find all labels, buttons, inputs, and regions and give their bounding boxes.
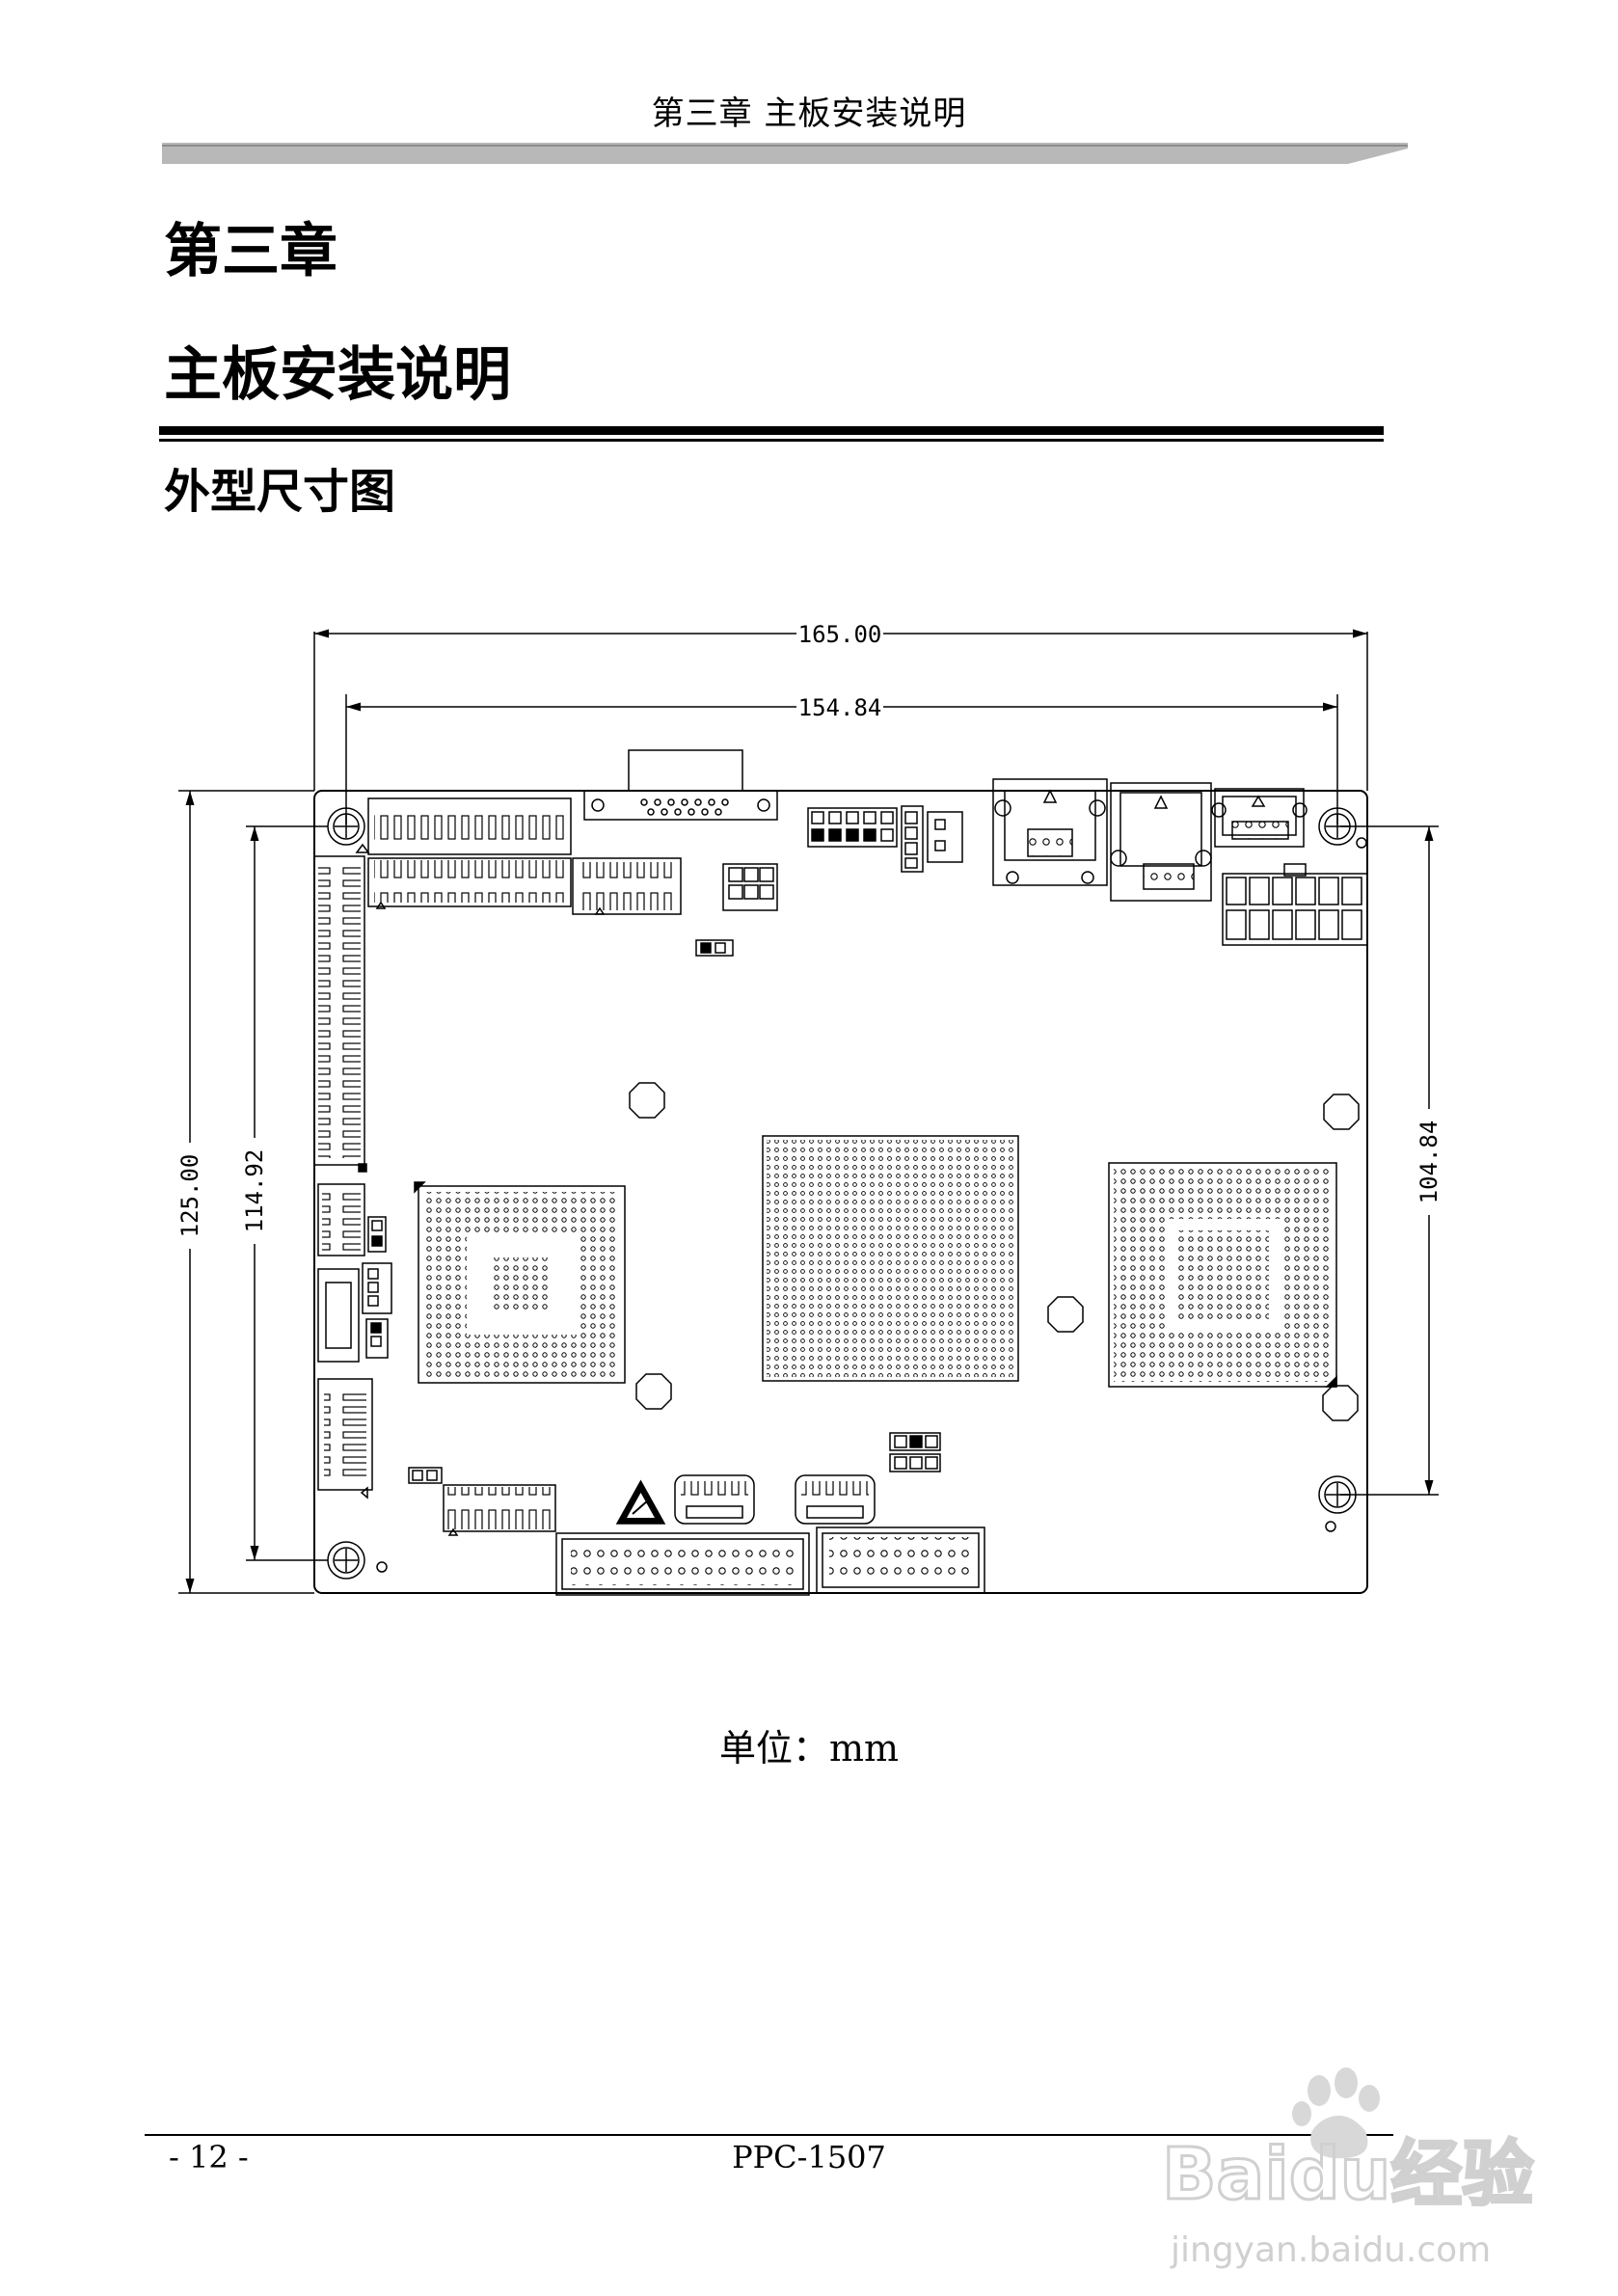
watermark-url: jingyan.baidu.com	[1170, 2230, 1491, 2270]
jumper	[889, 1432, 941, 1451]
slot-connector	[313, 855, 365, 1166]
standoff	[1047, 1296, 1084, 1333]
fpc-connector	[795, 1474, 876, 1525]
pin-header	[317, 1183, 365, 1256]
pin-header	[367, 857, 572, 907]
mounting-hole	[1318, 1475, 1357, 1514]
bottom-connector	[816, 1526, 985, 1594]
jumper	[367, 1216, 387, 1253]
model-name: PPC-1507	[732, 2139, 886, 2175]
mounting-hole	[1318, 807, 1357, 846]
standoff	[1323, 1094, 1360, 1130]
title-rule	[159, 426, 1384, 435]
watermark-brand: Baidu经验	[1162, 2133, 1533, 2216]
pin-header	[572, 857, 682, 915]
dim-label-hole-span-width: 154.84	[798, 694, 882, 721]
section-title: 外型尺寸图	[164, 465, 396, 519]
usb-connector	[1214, 788, 1305, 848]
jumper	[901, 805, 924, 873]
standoff	[1322, 1385, 1359, 1421]
bga-chip	[1108, 1162, 1337, 1388]
dim-label-overall-height: 125.00	[176, 1154, 203, 1238]
jumper	[722, 863, 778, 911]
dim-label-hole-span-height-right: 104.84	[1416, 1121, 1443, 1204]
footer-rule	[145, 2134, 1393, 2136]
sata-connector	[317, 1268, 360, 1363]
jumper	[695, 939, 734, 957]
running-header: 第三章 主板安装说明	[651, 95, 967, 133]
pin-header	[367, 797, 572, 855]
bottom-connector	[555, 1532, 810, 1596]
chapter-title: 主板安装说明	[164, 341, 511, 409]
bga-chip	[762, 1135, 1019, 1382]
dim-label-hole-span-height-left: 114.92	[241, 1149, 268, 1233]
baidu-watermark-logo: Baidu经验 jingyan.baidu.com	[1161, 2067, 1535, 2270]
title-rule-thin	[159, 439, 1384, 442]
jumper	[889, 1453, 941, 1472]
fpc-connector	[674, 1474, 755, 1525]
unit-caption: 单位：mm	[718, 1727, 900, 1769]
atx-power-connector	[1222, 873, 1368, 946]
dim-label-overall-width: 165.00	[798, 621, 882, 648]
standoff	[629, 1082, 665, 1119]
chapter-label: 第三章	[164, 218, 337, 285]
page-number: - 12 -	[169, 2139, 249, 2175]
power-connector	[927, 811, 963, 863]
jumper	[807, 807, 898, 848]
mounting-hole	[327, 1541, 365, 1580]
mounting-hole	[327, 807, 365, 846]
vga-connector	[583, 790, 778, 821]
pin-header	[317, 1378, 373, 1491]
lan-connector	[1110, 782, 1212, 902]
standoff	[635, 1373, 672, 1410]
jumper	[408, 1467, 443, 1484]
lan-connector	[992, 778, 1108, 886]
header-rule	[162, 143, 1408, 164]
bga-chip	[418, 1185, 626, 1384]
pin-header	[443, 1484, 556, 1532]
